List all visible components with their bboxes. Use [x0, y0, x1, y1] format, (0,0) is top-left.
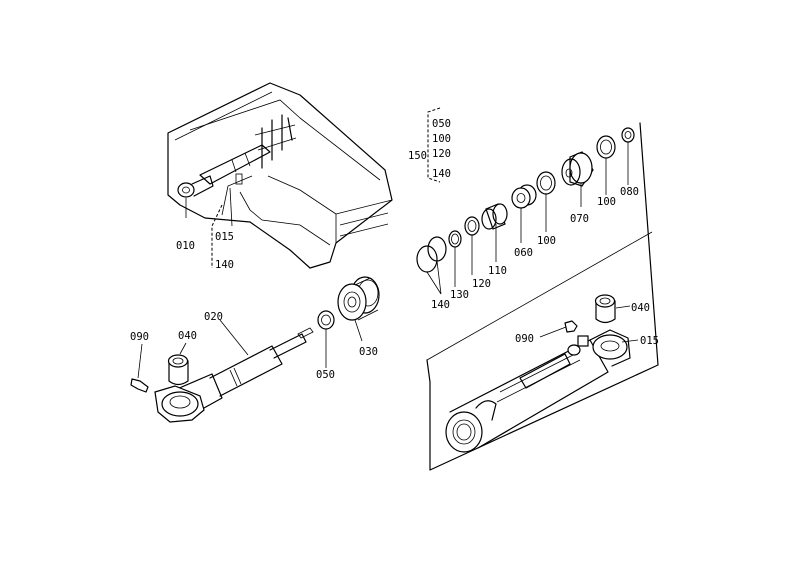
cylinder-tube-015 — [445, 294, 631, 453]
leader-140 — [426, 260, 442, 295]
label-010: 010 — [176, 240, 195, 252]
leader-090a — [137, 343, 143, 379]
tractor-body — [167, 82, 393, 269]
assembly-bracket-line — [426, 122, 659, 471]
leader-040b — [615, 305, 631, 309]
label-130: 130 — [450, 289, 469, 301]
label-040-left: 040 — [178, 330, 197, 342]
leader-015b — [621, 339, 639, 343]
part-labels: 010 015 140 050 100 120 150 140 080 100 … — [130, 118, 659, 381]
leader-040a — [179, 342, 187, 355]
label-100-mid: 100 — [537, 235, 556, 247]
leader-030 — [354, 319, 363, 342]
label-110: 110 — [488, 265, 507, 277]
cylinder-rod-020 — [130, 327, 314, 423]
label-120: 120 — [472, 278, 491, 290]
leader-090b — [539, 326, 567, 338]
label-group-150: 150 — [408, 150, 427, 162]
assembly-bracket-diag — [426, 231, 653, 361]
label-100-right: 100 — [597, 196, 616, 208]
label-140-upper: 140 — [215, 259, 234, 271]
leader-015-140 — [211, 204, 223, 268]
exploded-parts — [317, 127, 635, 330]
label-015-upper: 015 — [215, 231, 234, 243]
leader-020 — [219, 319, 249, 356]
label-080: 080 — [620, 186, 639, 198]
label-040-right: 040 — [631, 302, 650, 314]
label-group-120: 120 — [432, 148, 451, 160]
label-group-140: 140 — [432, 168, 451, 180]
label-020: 020 — [204, 311, 223, 323]
label-060: 060 — [514, 247, 533, 259]
label-015-right: 015 — [640, 335, 659, 347]
leader-015 — [229, 187, 233, 227]
label-070: 070 — [570, 213, 589, 225]
label-group-050: 050 — [432, 118, 451, 130]
group-bracket-150 — [427, 107, 441, 183]
label-030: 030 — [359, 346, 378, 358]
label-140: 140 — [431, 299, 450, 311]
label-050: 050 — [316, 369, 335, 381]
label-090-left: 090 — [130, 331, 149, 343]
label-group-100: 100 — [432, 133, 451, 145]
label-090-right: 090 — [515, 333, 534, 345]
